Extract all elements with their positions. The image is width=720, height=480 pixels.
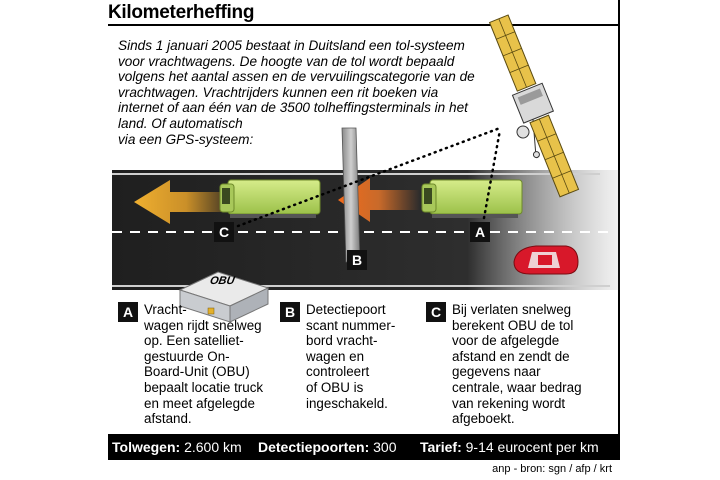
step-line: berekent OBU de tol xyxy=(452,317,574,333)
satellite-icon xyxy=(488,14,580,198)
step-line: van rekening wordt xyxy=(452,395,566,411)
intro-text: Sinds 1 januari 2005 bestaat in Duitslan… xyxy=(118,38,518,147)
intro-line: vrachtwagen. Vrachtrijders kunnen een ri… xyxy=(118,84,439,100)
step-line: Detectiepoort xyxy=(306,302,386,317)
marker-b: B xyxy=(347,250,367,270)
step-b-text: Detectiepoort scant nummer- bord vracht-… xyxy=(306,302,416,411)
stat-label: Tolwegen: xyxy=(112,439,181,455)
step-line: centrale, waar bedrag xyxy=(452,379,582,395)
step-line: en meet afgelegde xyxy=(144,395,255,411)
step-line: Vracht- xyxy=(144,302,187,317)
stat-value: 9-14 eurocent per km xyxy=(465,439,599,455)
obu-label: OBU xyxy=(208,275,236,287)
step-line: of OBU is xyxy=(306,379,364,395)
stat-value: 300 xyxy=(373,439,397,455)
step-line: gegevens naar xyxy=(452,364,541,380)
intro-line: voor vrachtwagens. De hoogte van de tol … xyxy=(118,53,455,69)
stat-label: Tarief: xyxy=(420,439,462,455)
source-credit: anp - bron: sgn / afp / krt xyxy=(492,463,612,475)
marker-a: A xyxy=(470,222,490,242)
step-line: wagen en xyxy=(306,348,365,364)
step-line: gestuurde On- xyxy=(144,348,230,364)
step-c-text: Bij verlaten snelweg berekent OBU de tol… xyxy=(452,302,616,427)
page-title: Kilometerheffing xyxy=(108,2,255,23)
step-line: wagen rijdt snelweg xyxy=(144,317,262,333)
obu-box-icon xyxy=(178,271,270,323)
step-line: afgeboekt. xyxy=(452,411,515,427)
step-a-text: Vracht- wagen rijdt snelweg op. Een sate… xyxy=(144,302,278,427)
step-line: op. Een satelliet- xyxy=(144,333,244,349)
intro-line: land. Of automatisch xyxy=(118,115,243,131)
step-line: afstand en zendt de xyxy=(452,348,570,364)
exit-arrow xyxy=(134,180,238,224)
step-line: voor de afgelegde xyxy=(452,333,560,349)
gps-signal-line xyxy=(236,126,502,228)
stat-value: 2.600 km xyxy=(184,439,242,455)
stat-tolwegen: Tolwegen: 2.600 km xyxy=(112,439,242,455)
stat-label: Detectiepoorten: xyxy=(258,439,370,455)
marker-c: C xyxy=(214,222,234,242)
intro-line: via een GPS-systeem: xyxy=(118,131,254,147)
step-line: bepaalt locatie truck xyxy=(144,379,264,395)
step-a-badge: A xyxy=(118,302,138,322)
truck-a xyxy=(421,179,523,218)
step-line: afstand. xyxy=(144,411,192,427)
stats-footer-bar: Tolwegen: 2.600 km Detectiepoorten: 300 … xyxy=(108,434,620,460)
stat-detectiepoorten: Detectiepoorten: 300 xyxy=(258,439,396,455)
intro-line: volgens het aantal assen en de vervuilin… xyxy=(118,69,475,85)
step-line: bord vracht- xyxy=(306,333,378,349)
intro-line: Sinds 1 januari 2005 bestaat in Duitslan… xyxy=(118,38,465,53)
red-car xyxy=(513,245,579,275)
truck-c xyxy=(219,179,321,218)
step-b-badge: B xyxy=(280,302,300,322)
step-c-badge: C xyxy=(426,302,446,322)
step-line: Bij verlaten snelweg xyxy=(452,302,572,317)
stat-tarief: Tarief: 9-14 eurocent per km xyxy=(420,439,599,455)
step-line: ingeschakeld. xyxy=(306,395,388,411)
frame-top-line xyxy=(108,24,620,26)
intro-line: internet of aan één van de 3500 tolheffi… xyxy=(118,100,468,116)
step-line: scant nummer- xyxy=(306,317,396,333)
step-line: Board-Unit (OBU) xyxy=(144,364,250,380)
step-line: controleert xyxy=(306,364,370,380)
